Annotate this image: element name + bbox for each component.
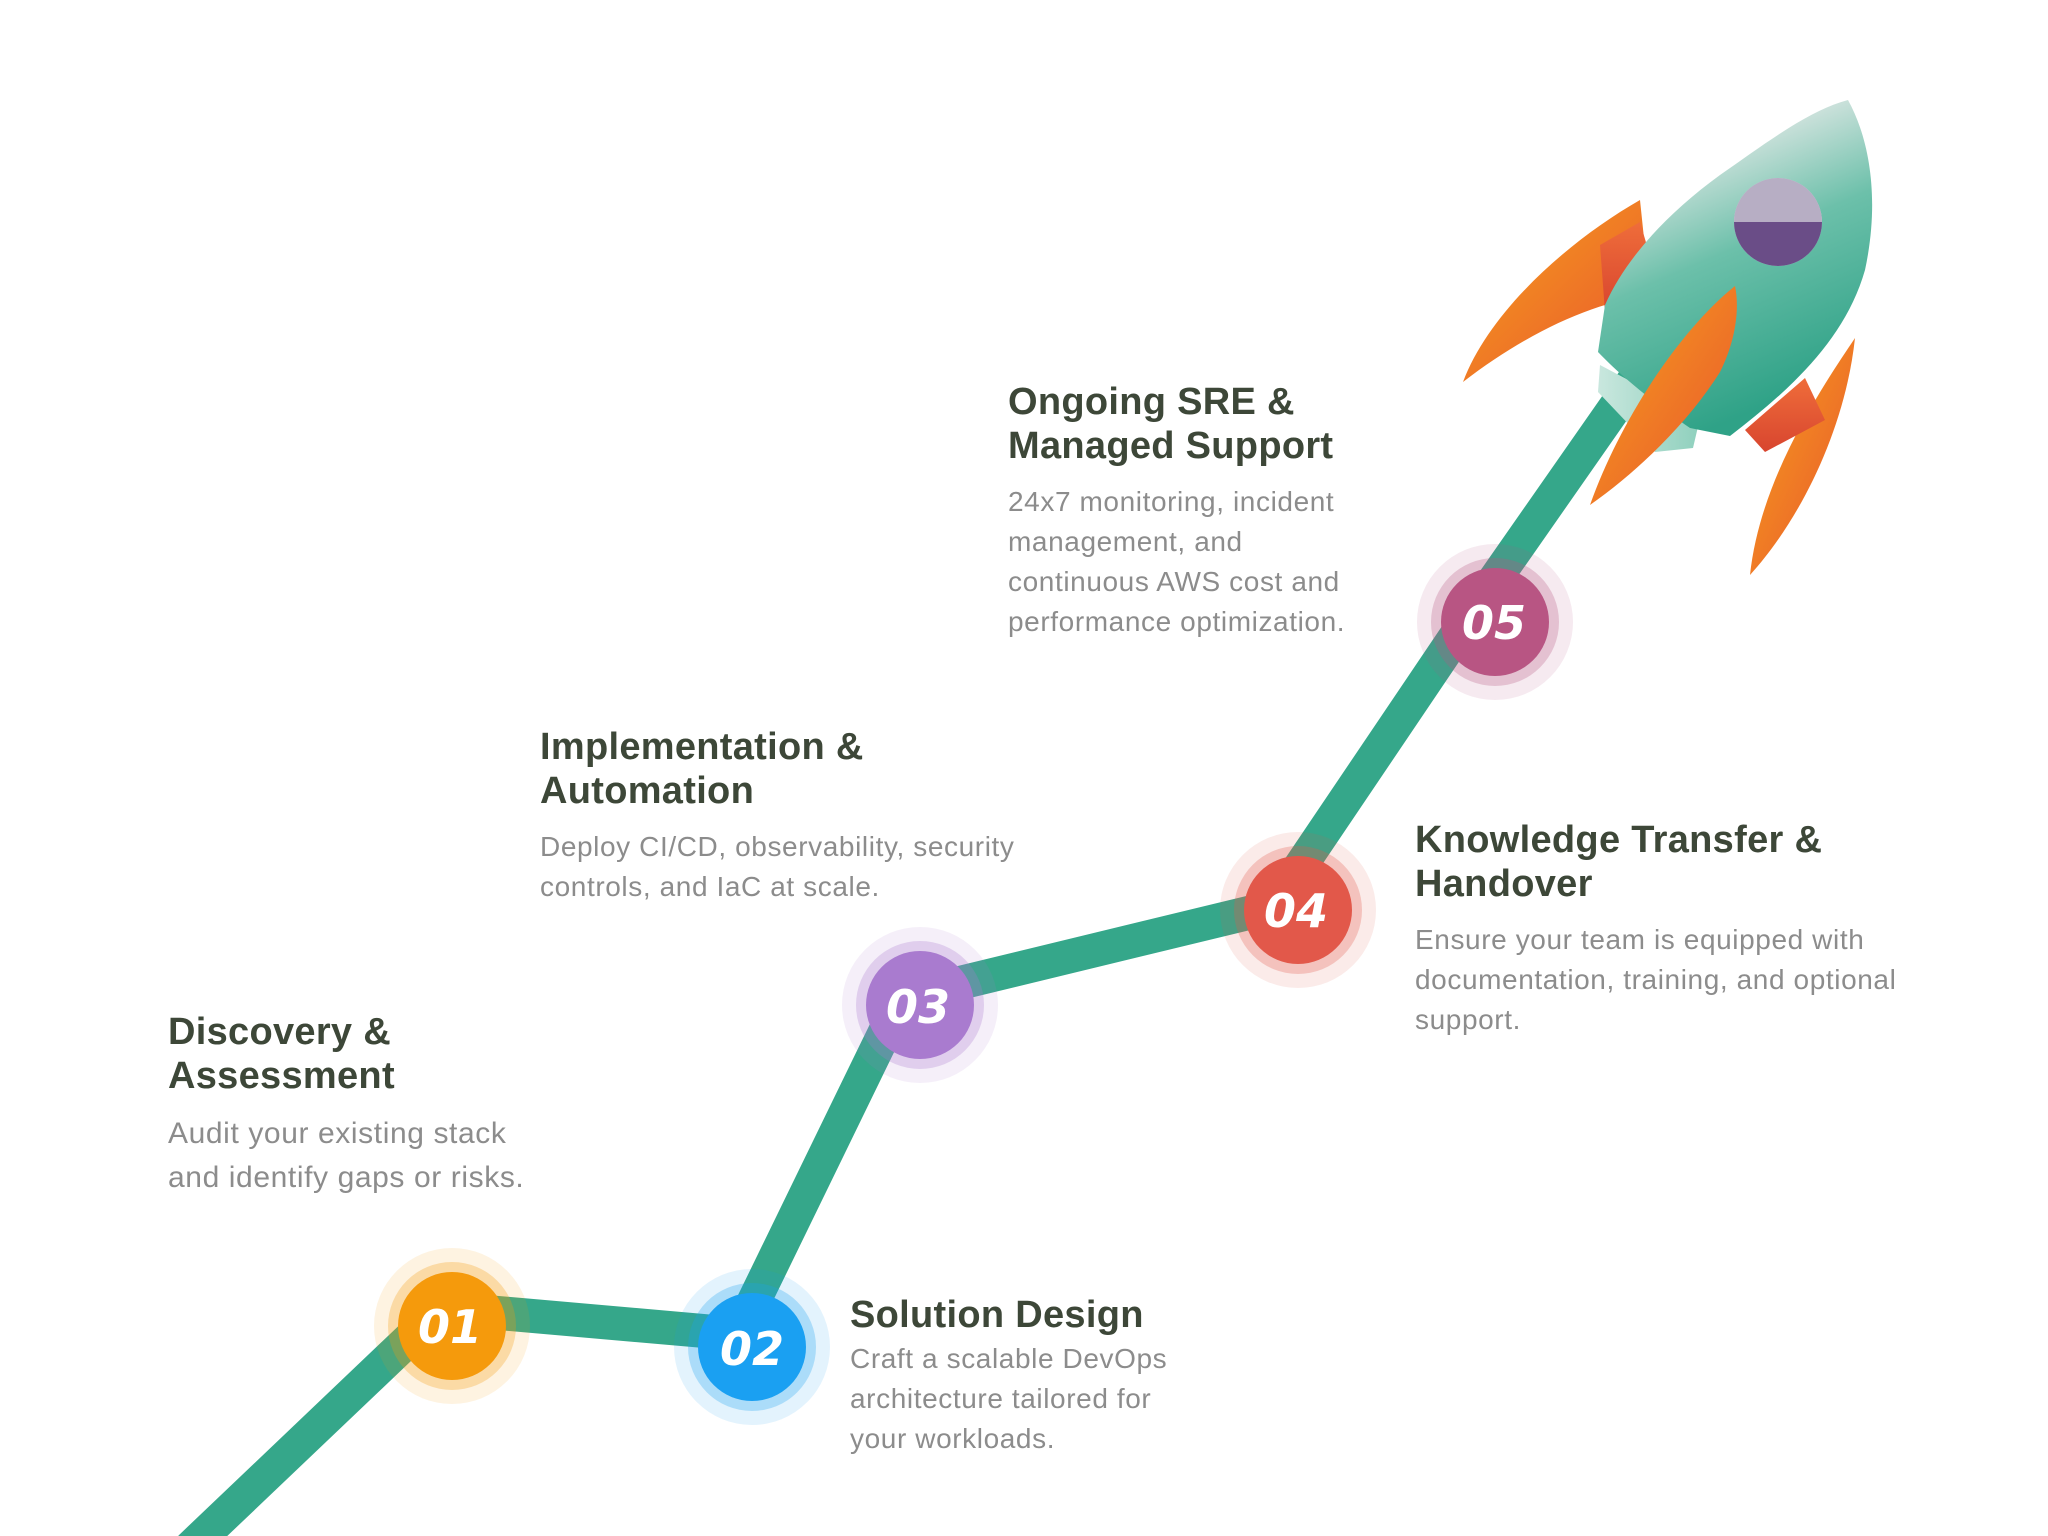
step-number: 03 — [886, 980, 950, 1034]
step-node-circle — [698, 1293, 806, 1401]
rocket-icon — [1463, 100, 1873, 575]
step-number: 01 — [418, 1300, 482, 1354]
step-description: Craft a scalable DevOps architecture tai… — [850, 1343, 1168, 1454]
step-node-01: 01 — [374, 1248, 530, 1404]
rocket-fin-right — [1750, 338, 1855, 575]
step-node-circle — [866, 951, 974, 1059]
rocket-window — [1734, 222, 1822, 266]
step-node-05: 05 — [1417, 544, 1573, 700]
rocket-fin-right-inner — [1745, 378, 1825, 452]
step-number: 05 — [1462, 596, 1526, 650]
step-title: Solution Design — [850, 1294, 1144, 1336]
step-01-text: Discovery & Assessment Audit your existi… — [168, 1010, 598, 1200]
step-node-03: 03 — [842, 927, 998, 1083]
step-04-text: Knowledge Transfer & Handover Ensure you… — [1415, 818, 1975, 1040]
step-title: Implementation & Automation — [540, 726, 864, 812]
step-node-circle — [1244, 856, 1352, 964]
step-description: Deploy CI/CD, observability, security co… — [540, 831, 1015, 902]
step-description: 24x7 monitoring, incident management, an… — [1008, 486, 1346, 637]
rocket-window-glass — [1734, 178, 1822, 222]
step-node-04: 04 — [1220, 832, 1376, 988]
step-number: 02 — [720, 1322, 784, 1376]
step-05-text: Ongoing SRE & Managed Support 24x7 monit… — [1008, 380, 1408, 642]
rocket-body — [1598, 100, 1873, 436]
step-title: Knowledge Transfer & Handover — [1415, 819, 1823, 905]
step-node-circle — [398, 1272, 506, 1380]
step-title: Ongoing SRE & Managed Support — [1008, 381, 1334, 467]
step-number: 04 — [1264, 884, 1328, 938]
step-03-text: Implementation & Automation Deploy CI/CD… — [540, 725, 1100, 907]
step-description: Audit your existing stack and identify g… — [168, 1117, 525, 1194]
step-02-text: Solution Design Craft a scalable DevOps … — [850, 1293, 1250, 1459]
step-node-circle — [1441, 568, 1549, 676]
rocket-fin-front — [1590, 286, 1737, 505]
step-node-02: 02 — [674, 1269, 830, 1425]
step-description: Ensure your team is equipped with docume… — [1415, 924, 1897, 1035]
step-title: Discovery & Assessment — [168, 1011, 395, 1097]
